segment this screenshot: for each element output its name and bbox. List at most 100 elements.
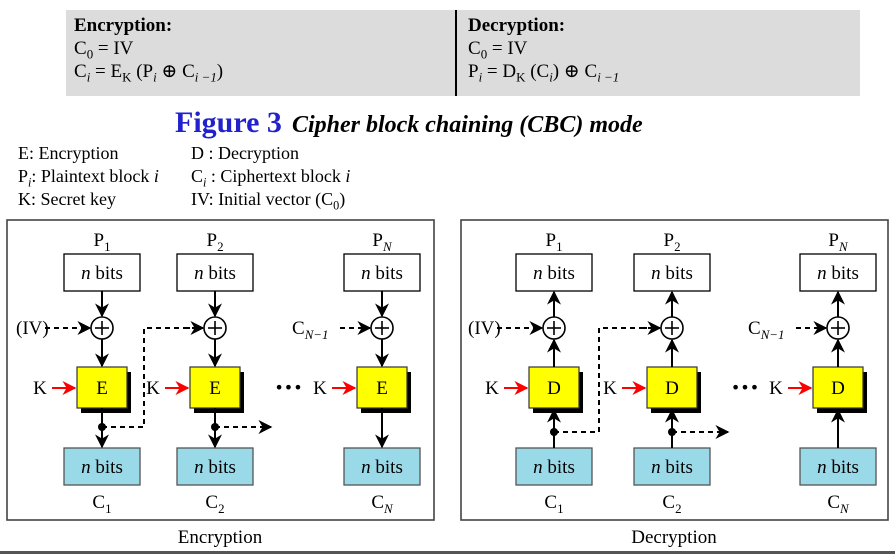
ciphertext-label-2: C2 <box>662 492 681 516</box>
cipher-box: E <box>356 366 411 413</box>
key-label: K <box>603 378 617 399</box>
plaintext-label-2: P2 <box>206 230 223 254</box>
decryption-formulas: Decryption: C0 = IV Pi = DK (Ci) ⊕ Ci −1 <box>468 14 619 83</box>
key-label: K <box>313 378 327 399</box>
ciphertext-block-1-rect <box>63 447 141 486</box>
legend-left: E: Encryption Pi: Plaintext block i K: S… <box>18 142 159 211</box>
decryption-formula-pi: Pi = DK (Ci) ⊕ Ci −1 <box>468 61 620 85</box>
ciphertext-block-2-rect <box>176 447 254 486</box>
block-size-label: n bits <box>817 457 859 478</box>
plaintext-block-2: n bits <box>633 253 711 292</box>
cipher-box-label: E <box>209 378 221 399</box>
ciphertext-block-2: n bits <box>176 447 254 486</box>
cipher-box: D <box>812 366 867 413</box>
decryption-panel <box>460 219 889 521</box>
decryption-formula-iv: C0 = IV <box>468 38 528 62</box>
ciphertext-label-1: C1 <box>544 492 563 516</box>
ciphertext-block-2: n bits <box>633 447 711 486</box>
block-size-label: n bits <box>533 263 575 284</box>
xor-icon <box>203 316 227 340</box>
legend-item-plaintext: Pi: Plaintext block i <box>18 166 159 190</box>
ciphertext-block-1: n bits <box>63 447 141 486</box>
plaintext-block-2: n bits <box>176 253 254 292</box>
legend-item-encryption: E: Encryption <box>18 143 119 163</box>
cipher-box-rect <box>646 366 698 409</box>
legend-right: D : Decryption Ci : Ciphertext block i I… <box>191 142 350 211</box>
dashed-chain-line <box>554 327 660 433</box>
xor-input-label: (IV) <box>16 318 49 339</box>
block-size-label: n bits <box>817 263 859 284</box>
ciphertext-block-2-rect <box>633 447 711 486</box>
plaintext-block-3: n bits <box>343 253 421 292</box>
cipher-box-label: E <box>376 378 388 399</box>
plaintext-label-1: P1 <box>545 230 562 254</box>
legend-item-ciphertext: Ci : Ciphertext block i <box>191 166 351 190</box>
block-size-label: n bits <box>81 457 123 478</box>
ellipsis-dots: ••• <box>731 378 759 397</box>
plaintext-block-1-rect <box>515 253 593 292</box>
ciphertext-label-2: C2 <box>205 492 224 516</box>
cipher-box-label: D <box>831 378 845 399</box>
plaintext-block-3: n bits <box>799 253 877 292</box>
block-size-label: n bits <box>81 263 123 284</box>
cipher-box-rect <box>528 366 580 409</box>
figure-caption: Cipher block chaining (CBC) mode <box>291 112 643 138</box>
key-label: K <box>33 378 47 399</box>
cipher-box: E <box>76 366 131 413</box>
cipher-box-rect <box>189 366 241 409</box>
xor-icon <box>90 316 114 340</box>
cipher-box-rect <box>76 366 128 409</box>
decryption-heading: Decryption: <box>468 15 566 36</box>
encryption-panel <box>6 219 435 521</box>
plaintext-block-1: n bits <box>63 253 141 292</box>
cipher-box-label: E <box>96 378 108 399</box>
block-size-label: n bits <box>361 263 403 284</box>
decryption-caption: Decryption <box>631 527 717 548</box>
plaintext-block-1-rect <box>63 253 141 292</box>
ciphertext-label-1: C1 <box>92 492 111 516</box>
ciphertext-block-1-rect <box>515 447 593 486</box>
block-size-label: n bits <box>533 457 575 478</box>
xor-icon <box>826 316 850 340</box>
cipher-box-rect <box>812 366 864 409</box>
block-size-label: n bits <box>194 457 236 478</box>
xor-input-label: (IV) <box>468 318 501 339</box>
legend-item-key: K: Secret key <box>18 189 116 209</box>
plaintext-label-3: PN <box>372 230 393 254</box>
figure-number: Figure 3 <box>175 106 282 139</box>
encryption-formulas: Encryption: C0 = IV Ci = EK (Pi ⊕ Ci −1) <box>74 14 223 83</box>
block-size-label: n bits <box>651 457 693 478</box>
cipher-box-rect <box>356 366 408 409</box>
legend-item-iv: IV: Initial vector (C0) <box>191 189 346 213</box>
cipher-box: E <box>189 366 244 413</box>
xor-icon <box>660 316 684 340</box>
key-label: K <box>769 378 783 399</box>
cipher-box: D <box>528 366 583 413</box>
ciphertext-block-3: n bits <box>799 447 877 486</box>
dashed-chain-line <box>102 327 203 428</box>
cipher-box: D <box>646 366 701 413</box>
ciphertext-block-1: n bits <box>515 447 593 486</box>
bottom-rule <box>0 551 895 554</box>
plaintext-label-2: P2 <box>663 230 680 254</box>
figure-title: Figure 3 Cipher block chaining (CBC) mode <box>175 106 643 140</box>
key-label: K <box>146 378 160 399</box>
cipher-box-label: D <box>665 378 679 399</box>
ciphertext-block-3-rect <box>343 447 421 486</box>
encryption-formula-iv: C0 = IV <box>74 38 134 62</box>
plaintext-block-1: n bits <box>515 253 593 292</box>
encryption-heading: Encryption: <box>74 15 173 36</box>
xor-input-label: CN−1 <box>748 318 784 342</box>
block-size-label: n bits <box>194 263 236 284</box>
key-label: K <box>485 378 499 399</box>
xor-icon <box>370 316 394 340</box>
block-size-label: n bits <box>361 457 403 478</box>
formula-box <box>66 10 860 96</box>
ciphertext-block-3: n bits <box>343 447 421 486</box>
formula-divider <box>455 10 457 96</box>
plaintext-label-3: PN <box>828 230 849 254</box>
xor-icon <box>542 316 566 340</box>
cipher-box-label: D <box>547 378 561 399</box>
ellipsis-dots: ••• <box>274 378 302 397</box>
